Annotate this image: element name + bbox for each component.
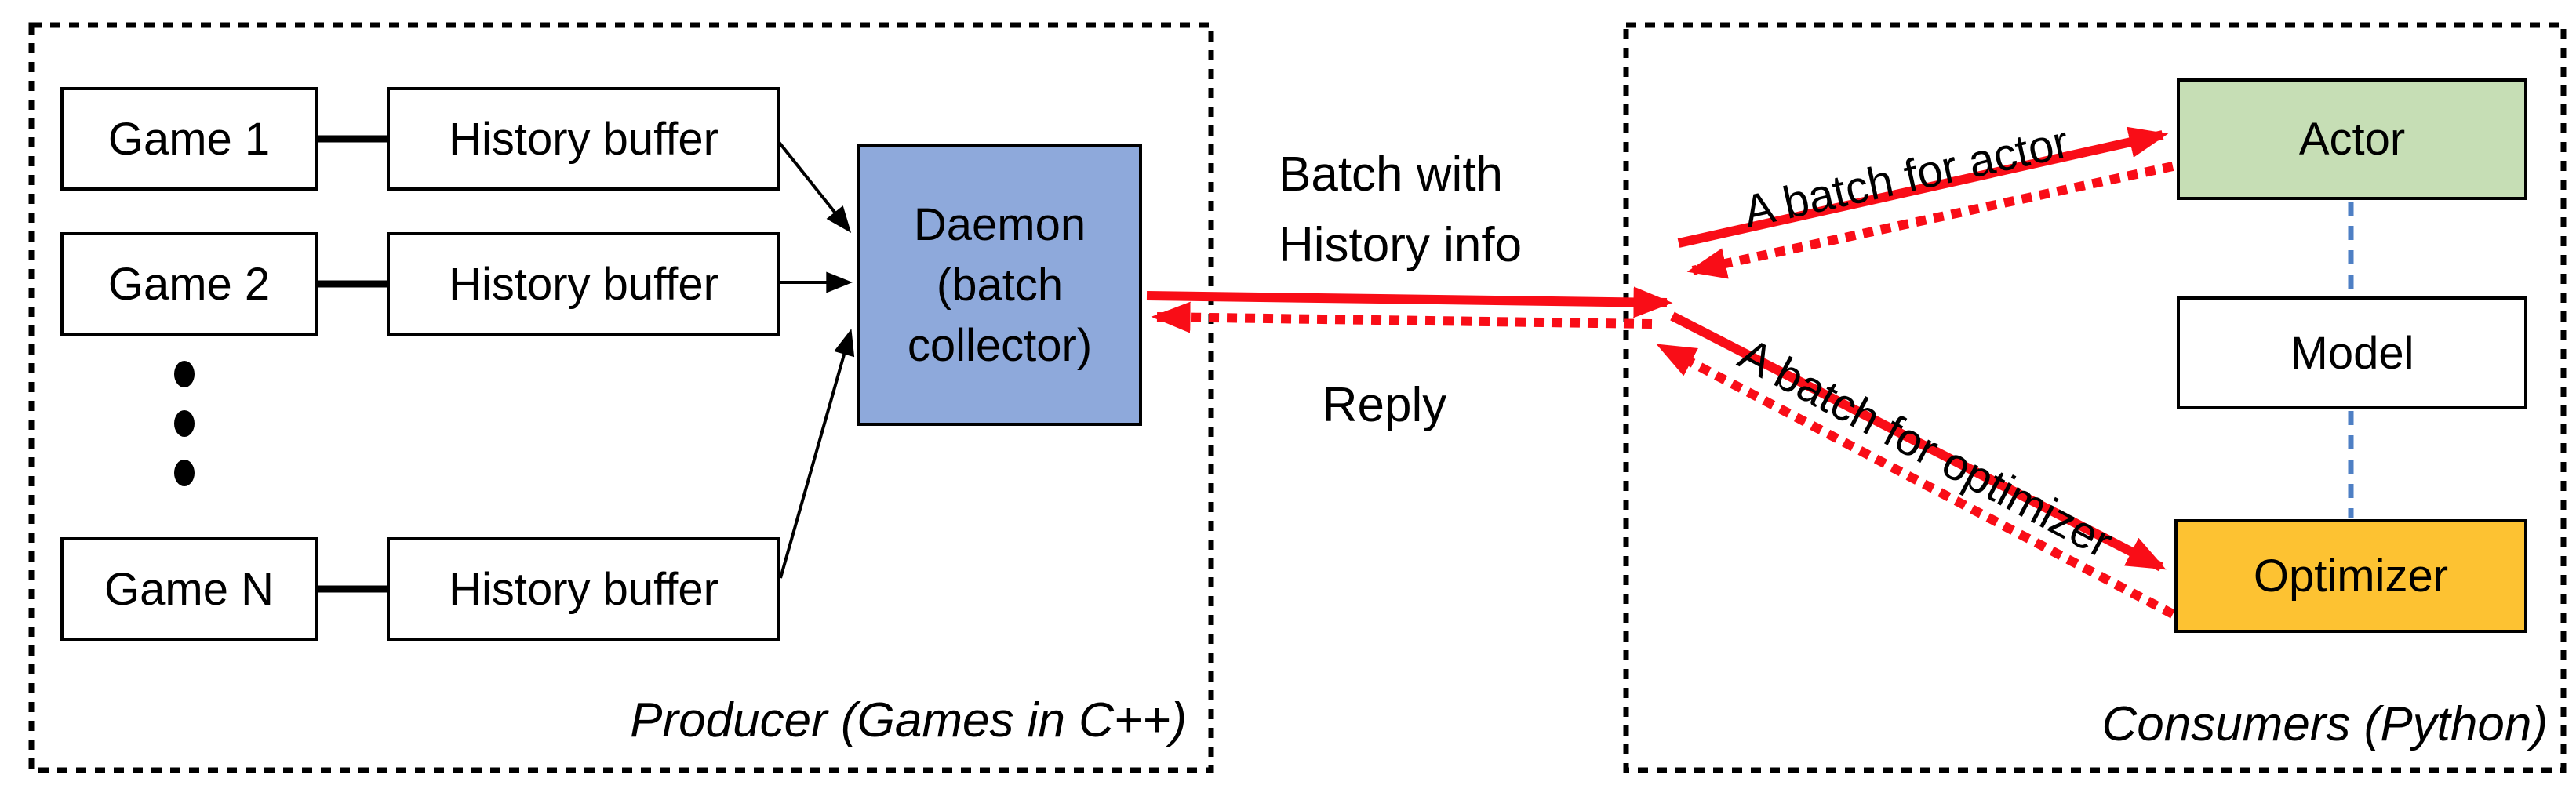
reply-arrow <box>1151 301 1653 333</box>
bufferN-to-daemon-arrow <box>779 329 855 579</box>
actor-box: Actor <box>2177 78 2527 200</box>
batch-to-optimizer-arrow <box>1670 311 2167 572</box>
ellipsis-dot <box>174 361 195 387</box>
history-buffer2-box: History buffer <box>387 232 780 336</box>
ellipsis-dot <box>174 410 195 437</box>
daemon-box: Daemon (batch collector) <box>857 144 1142 426</box>
producer-region-border <box>28 22 1214 773</box>
batch-to-actor-arrow <box>1677 126 2169 248</box>
reply-label: Reply <box>1322 378 1447 432</box>
actor-reply-arrow <box>1686 162 2174 279</box>
batch-with-history-label: Batch with History info <box>1279 147 1523 272</box>
consumers-region-border <box>1623 22 2567 773</box>
optimizer-box: Optimizer <box>2174 519 2527 633</box>
producer-region-label: Producer (Games in C++) <box>630 693 1187 747</box>
history-bufferN-box: History buffer <box>387 537 780 641</box>
history-buffer1-box: History buffer <box>387 87 780 191</box>
gameN-box: Game N <box>60 537 318 641</box>
game2-box: Game 2 <box>60 232 318 336</box>
buffer1-to-daemon-arrow <box>777 140 852 233</box>
optimizer-reply-arrow <box>1656 342 2175 619</box>
game1-box: Game 1 <box>60 87 318 191</box>
ellipsis-dot <box>174 460 195 486</box>
ellipsis-dots <box>174 361 195 509</box>
model-box: Model <box>2177 296 2527 409</box>
batch-request-arrow <box>1146 286 1673 318</box>
consumers-region-label: Consumers (Python) <box>2101 697 2548 751</box>
